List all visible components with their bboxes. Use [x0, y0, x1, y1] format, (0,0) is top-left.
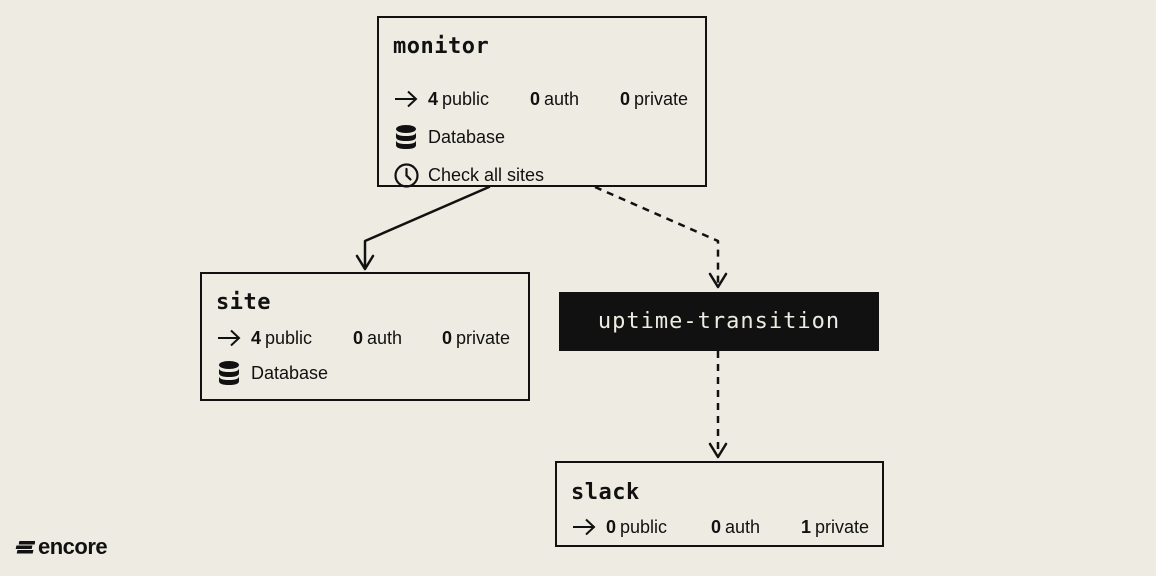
arrow-right-icon [393, 86, 419, 112]
service-title: slack [571, 480, 640, 505]
resource-label: Database [428, 126, 506, 147]
resource-database: Database [216, 360, 328, 386]
database-icon [393, 124, 419, 150]
resource-database: Database [393, 124, 505, 150]
arrow-right-icon [571, 514, 597, 540]
edge-monitor-site [355, 185, 491, 271]
service-title: site [216, 290, 271, 315]
service-title: monitor [393, 34, 490, 59]
arrow-right-icon [216, 325, 242, 351]
resource-label: Database [251, 362, 329, 383]
edge-uptime-transition-slack [708, 351, 728, 459]
encore-logo: encore [15, 534, 108, 560]
topic-uptime-transition[interactable]: uptime-transition [559, 292, 879, 351]
database-icon [216, 360, 242, 386]
edge-monitor-uptime-transition [594, 185, 728, 289]
resource-label: Check all sites [428, 164, 545, 185]
resource-cron-job: Check all sites [393, 162, 544, 188]
encore-logo-icon [15, 538, 35, 556]
logo-text: encore [38, 534, 108, 559]
clock-icon [393, 162, 419, 188]
